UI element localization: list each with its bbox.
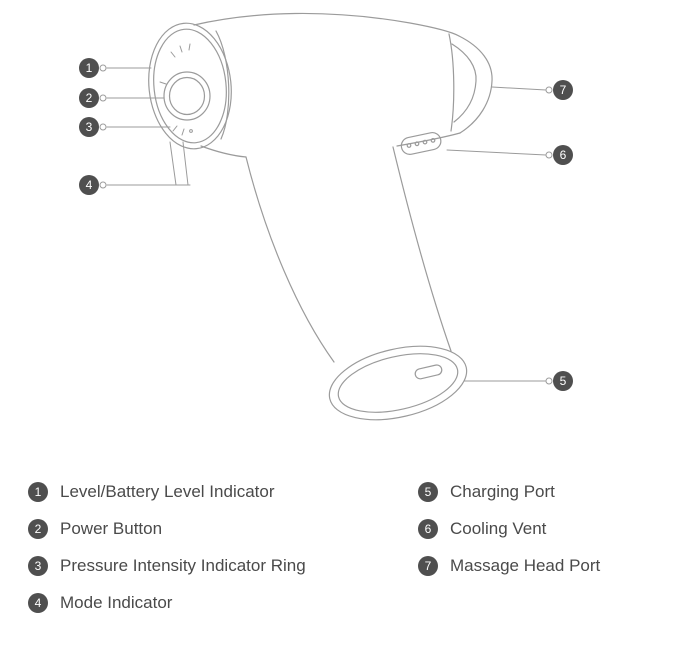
device-head-face	[148, 22, 232, 150]
handle-base	[328, 345, 468, 421]
legend-item-level-battery-indicator: 1 Level/Battery Level Indicator	[28, 482, 306, 502]
callout-badge-1: 1	[79, 58, 99, 78]
device-line-art	[99, 12, 553, 421]
cooling-vent	[400, 131, 442, 155]
legend-label-charging-port: Charging Port	[450, 482, 555, 501]
legend-badge-6: 6	[418, 519, 438, 539]
legend-badge-2: 2	[28, 519, 48, 539]
callout-badge-4: 4	[79, 175, 99, 195]
legend-item-cooling-vent: 6 Cooling Vent	[418, 519, 600, 539]
handle	[245, 146, 452, 363]
legend-label-massage-head-port: Massage Head Port	[450, 556, 601, 575]
legend-label-mode-indicator: Mode Indicator	[60, 593, 173, 612]
device-diagram: 1 2 3 4 7 6 5	[79, 12, 573, 421]
legend-badge-7: 7	[418, 556, 438, 576]
legend-label-level-battery-indicator: Level/Battery Level Indicator	[60, 482, 275, 501]
callout-badge-5: 5	[553, 371, 573, 391]
legend-badge-4: 4	[28, 593, 48, 613]
legend-item-pressure-intensity-ring: 3 Pressure Intensity Indicator Ring	[28, 556, 306, 576]
legend-item-mode-indicator: 4 Mode Indicator	[28, 593, 306, 613]
legend-label-pressure-intensity-ring: Pressure Intensity Indicator Ring	[60, 556, 306, 575]
callout-badge-3: 3	[79, 117, 99, 137]
legend-column-left: 1 Level/Battery Level Indicator 2 Power …	[28, 482, 306, 613]
callout-badge-6: 6	[553, 145, 573, 165]
massage-head-port	[448, 33, 493, 134]
legend-label-power-button: Power Button	[60, 519, 163, 538]
legend-badge-5: 5	[418, 482, 438, 502]
device-body	[193, 12, 461, 158]
power-button	[163, 71, 211, 121]
leader-lines	[99, 64, 553, 385]
callout-badge-7: 7	[553, 80, 573, 100]
callout-badge-2: 2	[79, 88, 99, 108]
legend-label-cooling-vent: Cooling Vent	[450, 519, 547, 538]
indicator-tick-marks	[159, 43, 193, 136]
legend-item-power-button: 2 Power Button	[28, 519, 306, 539]
legend-item-charging-port: 5 Charging Port	[418, 482, 600, 502]
charging-port	[414, 364, 443, 380]
legend-badge-1: 1	[28, 482, 48, 502]
legend-badge-3: 3	[28, 556, 48, 576]
legend-column-right: 5 Charging Port 6 Cooling Vent 7 Massage…	[418, 482, 600, 576]
legend-item-massage-head-port: 7 Massage Head Port	[418, 556, 600, 576]
